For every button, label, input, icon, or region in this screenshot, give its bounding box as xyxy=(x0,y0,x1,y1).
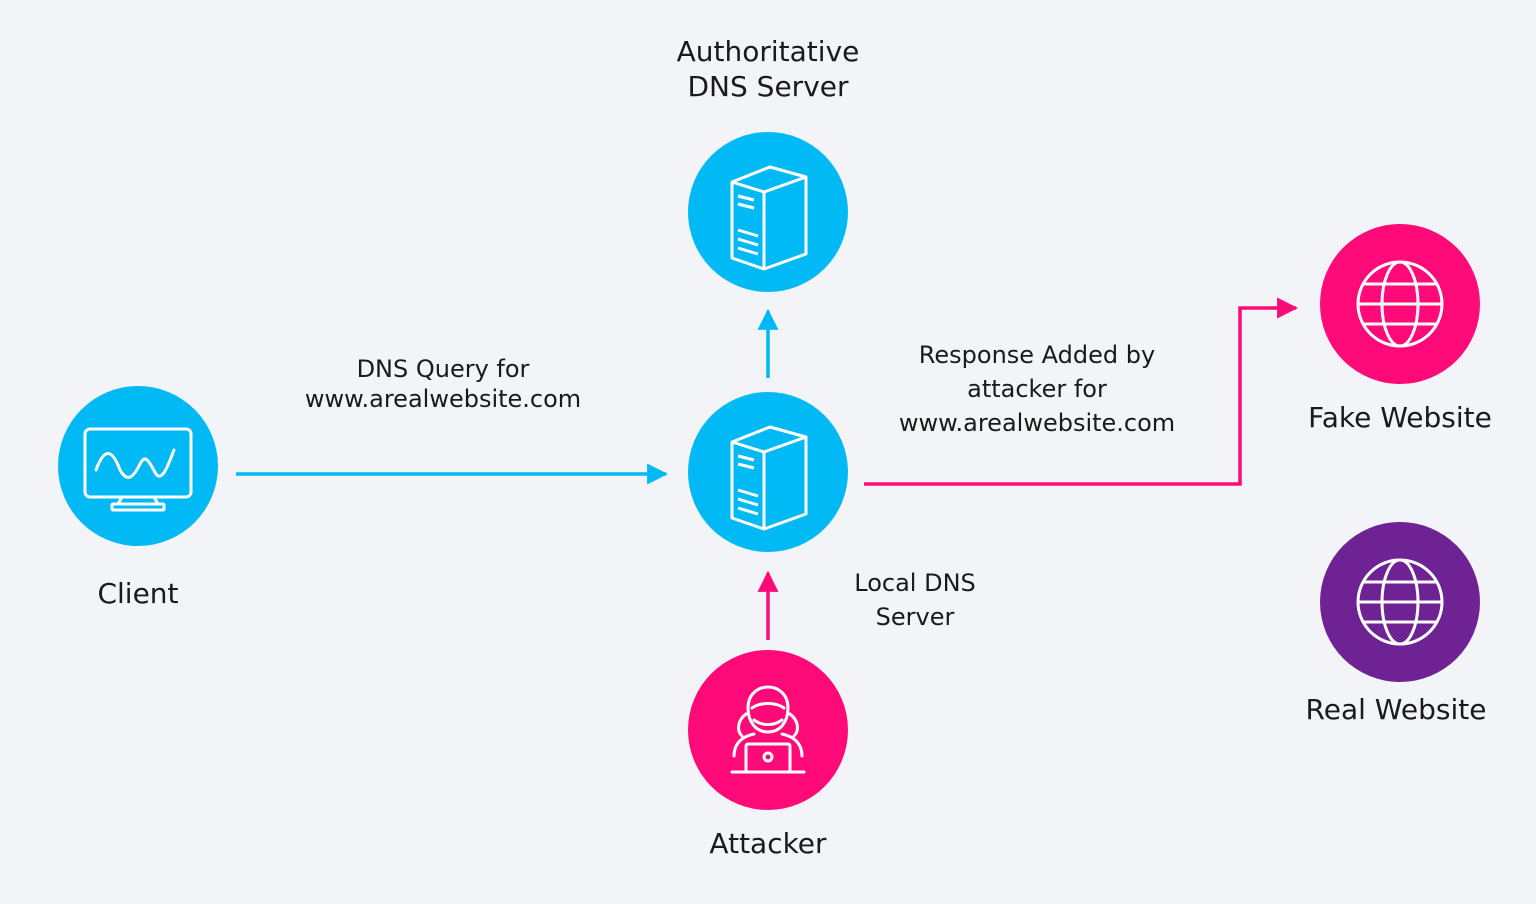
globe-icon xyxy=(1356,260,1444,348)
malicious-response-label: Response Added by attacker for www.areal… xyxy=(898,341,1176,437)
fake-website-node[interactable] xyxy=(1320,224,1480,384)
fake-response-arrow xyxy=(864,297,1299,486)
real-website-node[interactable] xyxy=(1320,522,1480,682)
hacker-icon xyxy=(730,685,806,774)
client-node[interactable] xyxy=(58,386,218,546)
globe-icon xyxy=(1356,558,1444,646)
fake-website-label: Fake Website xyxy=(1308,401,1492,434)
real-website-label: Real Website xyxy=(1305,693,1487,726)
local-dns-label: Local DNS Server xyxy=(854,569,976,631)
attacker-label: Attacker xyxy=(709,827,827,860)
server-icon xyxy=(730,165,808,271)
local-dns-node[interactable] xyxy=(688,392,848,552)
client-label: Client xyxy=(97,577,179,610)
authoritative-dns-label: Authoritative DNS Server xyxy=(676,35,860,103)
monitor-icon xyxy=(83,427,193,512)
dns-query-label: DNS Query for www.arealwebsite.com xyxy=(304,355,582,413)
server-icon xyxy=(730,425,808,531)
authoritative-dns-node[interactable] xyxy=(688,132,848,292)
attacker-node[interactable] xyxy=(688,650,848,810)
